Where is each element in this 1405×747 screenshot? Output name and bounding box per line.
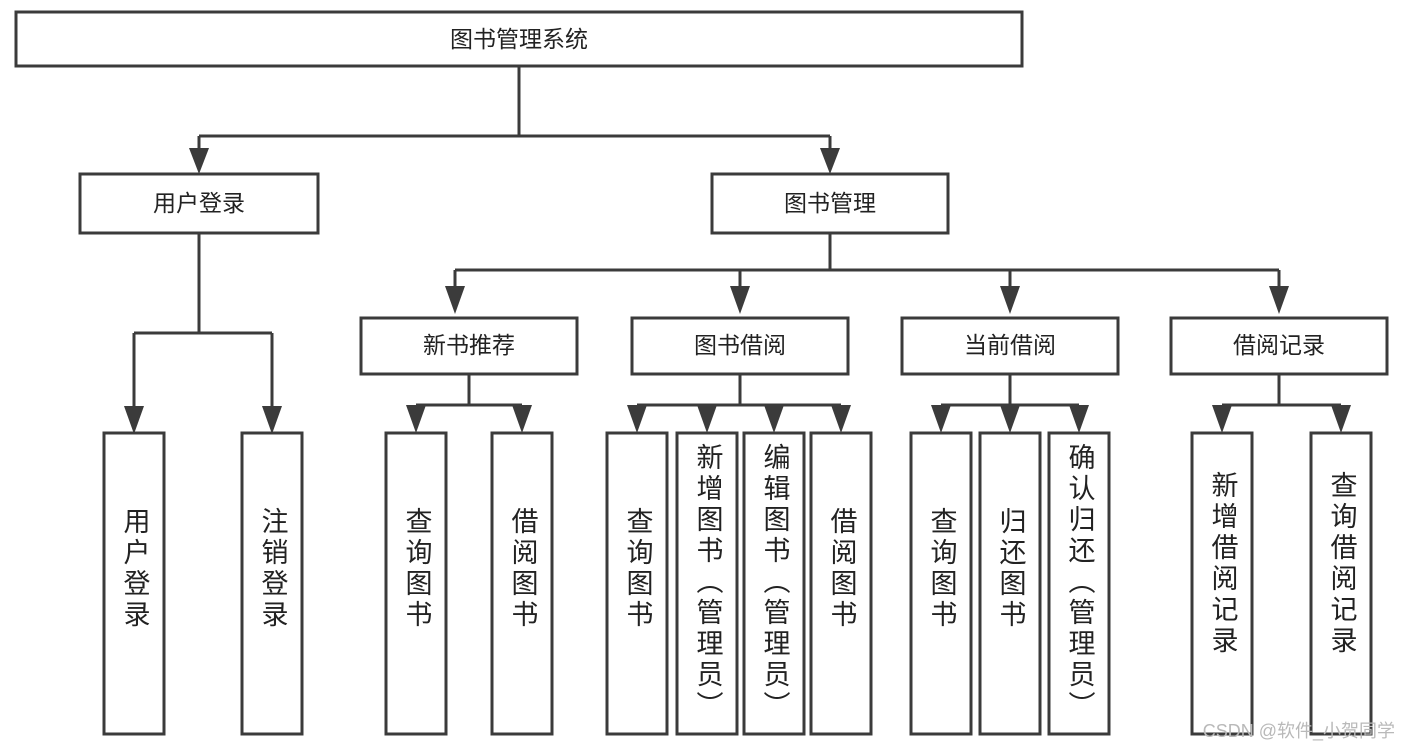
arrow-head-book-manage (820, 148, 840, 174)
arrow-head-current-borrow (1000, 286, 1020, 314)
node-book-borrow-label: 图书借阅 (694, 332, 786, 358)
arrow-head-leaf-confirm-return (1069, 405, 1089, 433)
node-borrow-record-box[interactable] (1169, 316, 1389, 376)
leafbox-add-record[interactable] (1190, 431, 1254, 736)
leafbox-user-login[interactable] (102, 431, 166, 736)
arrow-head-leaf-borrow-book-2 (831, 405, 851, 433)
node-user-login-label: 用户登录 (153, 190, 245, 216)
leafbox-edit-book[interactable] (742, 431, 806, 736)
arrow-head-leaf-query-book-3 (931, 405, 951, 433)
node-root-box[interactable] (14, 10, 1024, 68)
arrow-head-leaf-add-book (697, 405, 717, 433)
leafbox-confirm-return[interactable] (1047, 431, 1111, 736)
node-user-login-box[interactable] (78, 172, 320, 235)
node-current-borrow-label: 当前借阅 (964, 332, 1056, 358)
node-current-borrow-box[interactable] (900, 316, 1120, 376)
arrow-head-leaf-edit-book (764, 405, 784, 433)
arrow-head-leaf-query-record (1331, 405, 1351, 433)
connector-root-to-level2 (189, 66, 840, 174)
connector-user-login-to-leaves (124, 233, 282, 434)
node-root-label: 图书管理系统 (450, 26, 588, 52)
arrow-head-leaf-add-record (1212, 405, 1232, 433)
arrow-head-leaf-return-book (1000, 405, 1020, 433)
arrow-head-leaf-borrow-book-1 (512, 405, 532, 433)
node-borrow-record-label: 借阅记录 (1233, 332, 1325, 358)
arrow-head-book-borrow (730, 286, 750, 314)
connector-new-book-recommend-to-leaves (406, 373, 532, 433)
leafbox-return-book[interactable] (978, 431, 1042, 736)
leafbox-query-book-1[interactable] (384, 431, 448, 736)
node-new-book-recommend-label: 新书推荐 (423, 332, 515, 358)
node-book-manage-box[interactable] (710, 172, 950, 235)
leafbox-user-logout[interactable] (240, 431, 304, 736)
node-new-book-recommend-box[interactable] (359, 316, 579, 376)
node-book-manage-label: 图书管理 (784, 190, 876, 216)
arrow-head-leaf-query-book-2 (627, 405, 647, 433)
arrow-head-user-login (189, 148, 209, 174)
leafbox-add-book[interactable] (675, 431, 739, 736)
arrow-head-leaf-query-book-1 (406, 405, 426, 433)
leafbox-query-record[interactable] (1309, 431, 1373, 736)
node-book-borrow-box[interactable] (630, 316, 850, 376)
connector-book-borrow-to-leaves (627, 373, 851, 433)
leafbox-borrow-book-1[interactable] (490, 431, 554, 736)
connector-current-borrow-to-leaves (931, 373, 1089, 433)
arrow-head-leaf-user-logout (262, 406, 282, 434)
leafbox-query-book-2[interactable] (605, 431, 669, 736)
leafbox-query-book-3[interactable] (909, 431, 973, 736)
arrow-head-leaf-user-login (124, 406, 144, 434)
leafbox-borrow-book-2[interactable] (809, 431, 873, 736)
arrow-head-new-book-recommend (445, 286, 465, 314)
csdn-watermark: CSDN @软件_小贺同学 (1202, 721, 1395, 741)
arrow-head-borrow-record (1269, 286, 1289, 314)
connector-book-manage-to-level3 (445, 233, 1289, 314)
connector-borrow-record-to-leaves (1212, 373, 1351, 433)
